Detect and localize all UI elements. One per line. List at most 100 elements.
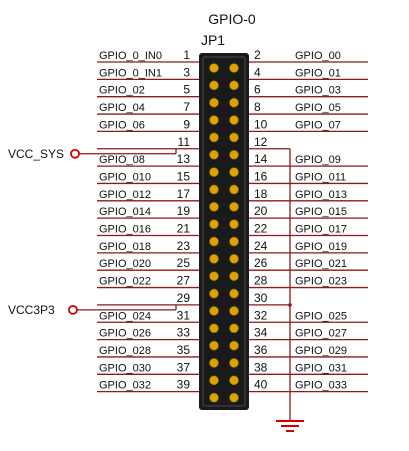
right-pin-number: 24 [254, 239, 268, 253]
left-label: GPIO_026 [99, 328, 151, 340]
pin-36 [229, 358, 239, 368]
left-label: GPIO_010 [99, 171, 151, 183]
pin-32 [229, 323, 239, 334]
left-label: GPIO_0_IN1 [99, 67, 162, 79]
pin-29 [209, 305, 219, 316]
pin-8 [229, 115, 239, 125]
left-label: GPIO_016 [99, 224, 151, 236]
right-pin-number: 14 [254, 152, 268, 166]
left-label: GPIO_020 [99, 258, 151, 270]
left-pin-number: 3 [183, 65, 190, 79]
left-pin-number: 17 [177, 187, 191, 201]
pin-2 [229, 63, 239, 73]
connector-name: JP1 [201, 32, 225, 48]
left-pin-number: 5 [183, 83, 190, 97]
left-label: GPIO_030 [99, 362, 151, 374]
right-label: GPIO_023 [295, 276, 347, 288]
left-pin-number: 7 [183, 100, 190, 114]
pin-19 [209, 219, 219, 230]
right-pin-number: 40 [254, 378, 268, 392]
right-label: GPIO_07 [295, 119, 341, 131]
right-label: GPIO_03 [295, 85, 341, 97]
left-pin-number: 19 [177, 204, 191, 218]
pin-26 [229, 271, 239, 282]
pin-24 [229, 253, 239, 264]
left-label: GPIO_028 [99, 345, 151, 357]
power-terminal-icon [68, 304, 78, 315]
right-pin-number: 28 [254, 274, 268, 288]
pin-21 [209, 236, 219, 247]
ground-net [276, 148, 304, 432]
right-label: GPIO_09 [295, 154, 341, 166]
left-label: GPIO_014 [99, 206, 151, 218]
right-pin-number: 20 [254, 204, 268, 218]
left-pin-number: 15 [177, 169, 191, 183]
pin-28 [229, 288, 239, 299]
pin-10 [229, 132, 239, 143]
left-pin-number: 33 [177, 326, 191, 340]
pin-17 [209, 201, 219, 212]
left-pin-number: 31 [177, 308, 191, 322]
header-body [199, 53, 249, 410]
left-label: GPIO_02 [99, 85, 145, 97]
right-pin-number: 34 [254, 326, 268, 340]
right-label: GPIO_021 [295, 258, 347, 270]
right-pin-number: 8 [254, 100, 261, 114]
right-label: GPIO_017 [295, 224, 347, 236]
left-label: GPIO_04 [99, 102, 145, 114]
right-pin-number: 12 [254, 135, 268, 149]
pin-38 [229, 375, 239, 386]
left-pin-number: 11 [178, 135, 191, 149]
left-label: GPIO_022 [99, 276, 151, 288]
power-terminal-icon [70, 148, 80, 159]
right-pin-number: 2 [254, 48, 261, 62]
left-pin-number: 13 [177, 152, 191, 166]
pin-40 [229, 392, 239, 403]
right-label: GPIO_013 [295, 189, 347, 201]
left-label: GPIO_024 [99, 310, 151, 322]
right-label: GPIO_033 [295, 380, 347, 392]
left-pin-number: 29 [177, 291, 191, 305]
right-label: GPIO_00 [295, 50, 341, 62]
pin-3 [209, 80, 219, 91]
pin-15 [209, 184, 219, 195]
right-pin-number: 22 [254, 222, 268, 236]
right-label: GPIO_05 [295, 102, 341, 114]
left-pin-number: 9 [183, 117, 190, 131]
pin-25 [209, 271, 219, 282]
pin-12 [229, 149, 239, 160]
pin-13 [209, 167, 219, 177]
right-label: GPIO_031 [295, 362, 347, 374]
pin-18 [229, 201, 239, 212]
left-label: GPIO_08 [99, 154, 145, 166]
right-label: GPIO_011 [295, 171, 346, 183]
left-pin-number: 27 [177, 274, 191, 288]
right-pin-number: 6 [254, 83, 261, 97]
right-pin-number: 30 [254, 291, 268, 305]
pin-header [199, 53, 249, 410]
pin-37 [209, 375, 219, 386]
ground-icon [276, 420, 304, 432]
power-label: VCC_SYS [8, 147, 64, 161]
right-label: GPIO_027 [295, 328, 347, 340]
pin-23 [209, 253, 219, 264]
right-label: GPIO_029 [295, 345, 347, 357]
right-pin-number: 36 [254, 343, 268, 357]
right-pin-number: 18 [254, 187, 268, 201]
pin-34 [229, 340, 239, 351]
left-label: GPIO_06 [99, 119, 145, 131]
pin-31 [209, 323, 219, 334]
left-label: GPIO_018 [99, 241, 151, 253]
pin-39 [209, 392, 219, 403]
left-pin-number: 25 [177, 256, 191, 270]
left-pin-number: 37 [177, 360, 191, 374]
left-label: GPIO_0_IN0 [99, 50, 162, 62]
diagram-title: GPIO-0 [208, 11, 256, 27]
pin-16 [229, 184, 239, 195]
wire-layer [97, 61, 368, 393]
pin-9 [209, 132, 219, 143]
pin-7 [209, 115, 219, 125]
right-label: GPIO_019 [295, 241, 347, 253]
